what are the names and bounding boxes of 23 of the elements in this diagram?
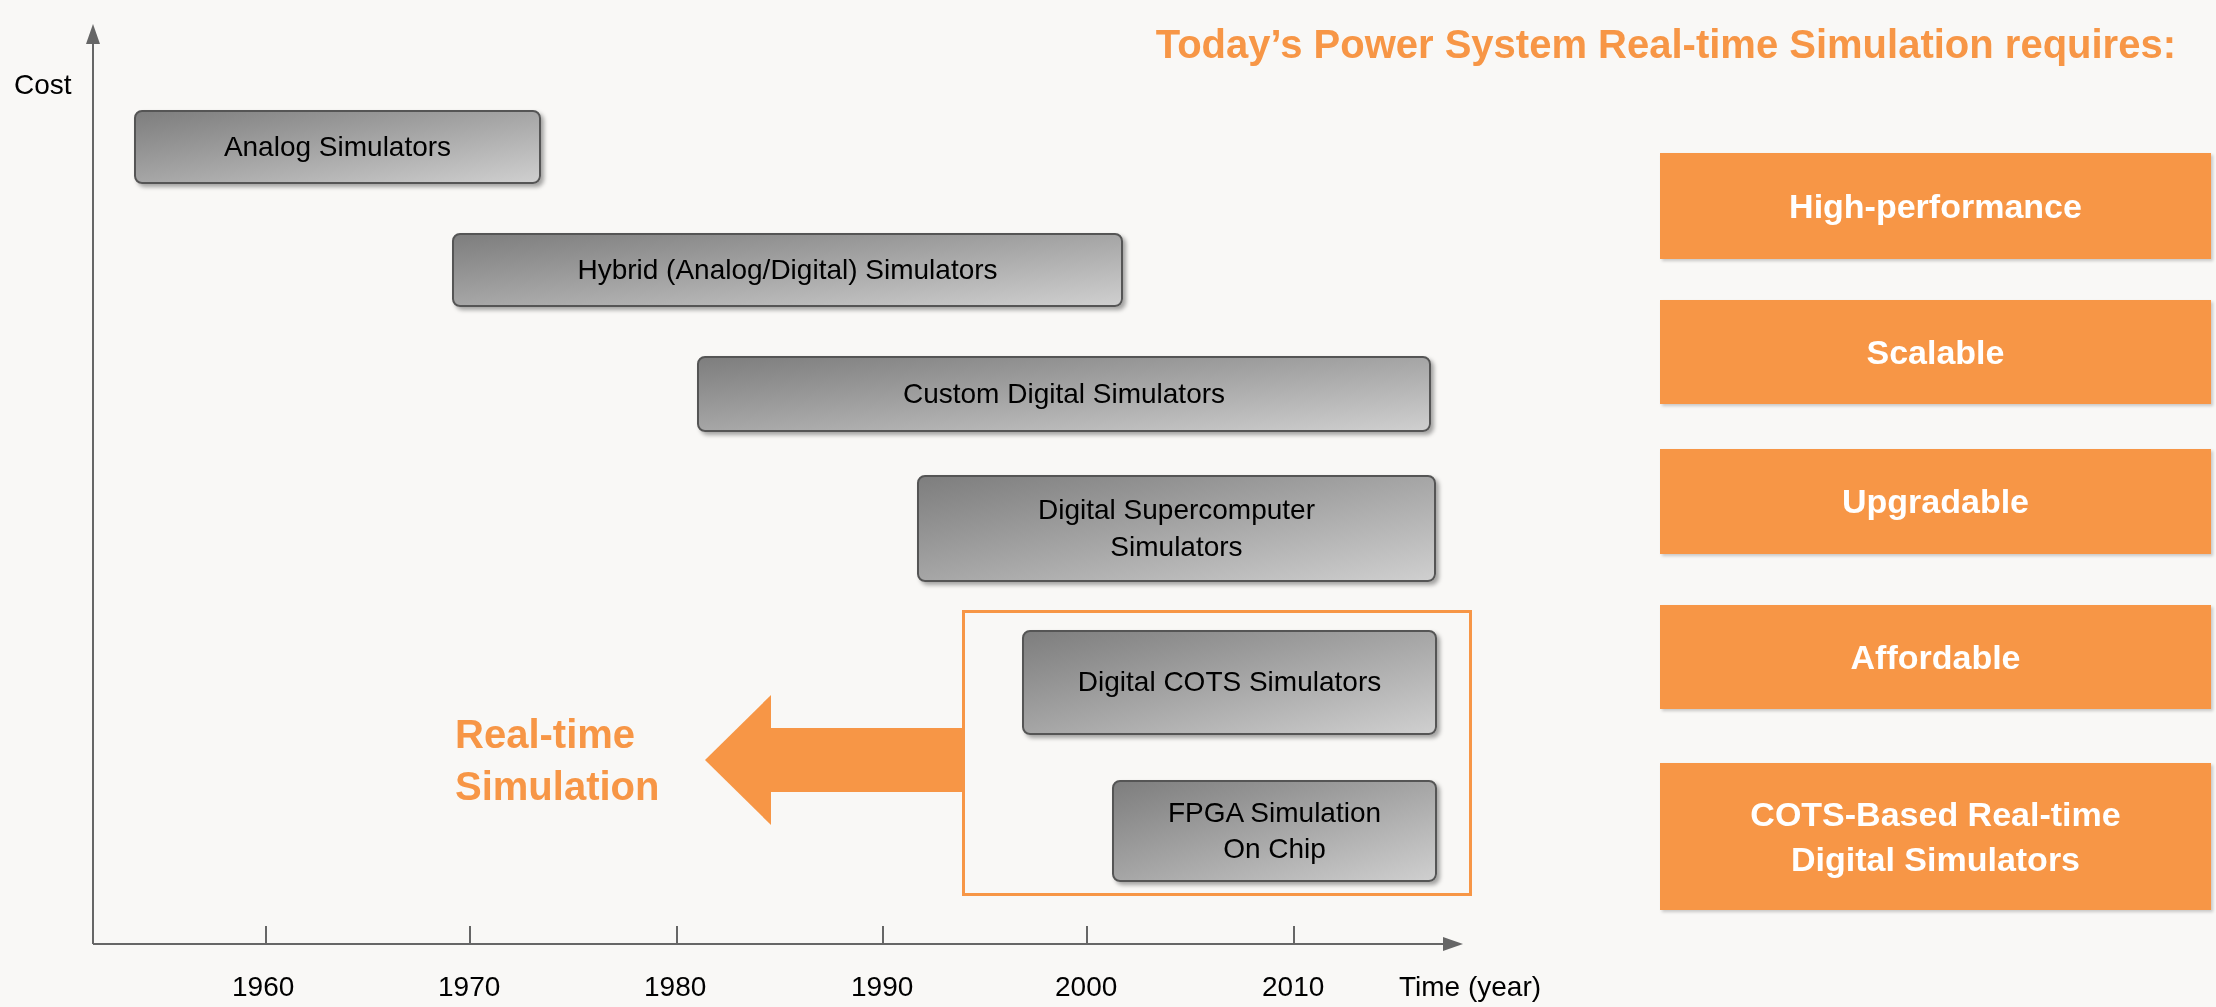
tick-label: 1990 [851, 970, 914, 1004]
arrow [705, 695, 962, 825]
requirement-box: High-performance [1660, 153, 2211, 259]
axis-label: Cost [14, 68, 72, 102]
tick-label: 2010 [1262, 970, 1325, 1004]
simulator-box: FPGA Simulation On Chip [1112, 780, 1437, 882]
simulator-box: Custom Digital Simulators [697, 356, 1431, 432]
simulator-box: Digital Supercomputer Simulators [917, 475, 1436, 582]
axis-label: Time (year) [1399, 970, 1542, 1004]
tick-label: 1970 [438, 970, 501, 1004]
simulator-box: Digital COTS Simulators [1022, 630, 1437, 735]
requirement-box: COTS-Based Real-time Digital Simulators [1660, 763, 2211, 910]
highlight-frame [962, 610, 1472, 896]
arrow-caption: Real-time Simulation [455, 700, 705, 820]
simulator-box: Hybrid (Analog/Digital) Simulators [452, 233, 1123, 307]
simulator-box: Analog Simulators [134, 110, 541, 184]
requirement-box: Upgradable [1660, 449, 2211, 554]
tick-label: 1980 [644, 970, 707, 1004]
requirement-box: Scalable [1660, 300, 2211, 404]
requirement-box: Affordable [1660, 605, 2211, 709]
title: Today’s Power System Real-time Simulation requires: [1155, 21, 2176, 68]
tick-label: 1960 [232, 970, 295, 1004]
tick-label: 2000 [1055, 970, 1118, 1004]
